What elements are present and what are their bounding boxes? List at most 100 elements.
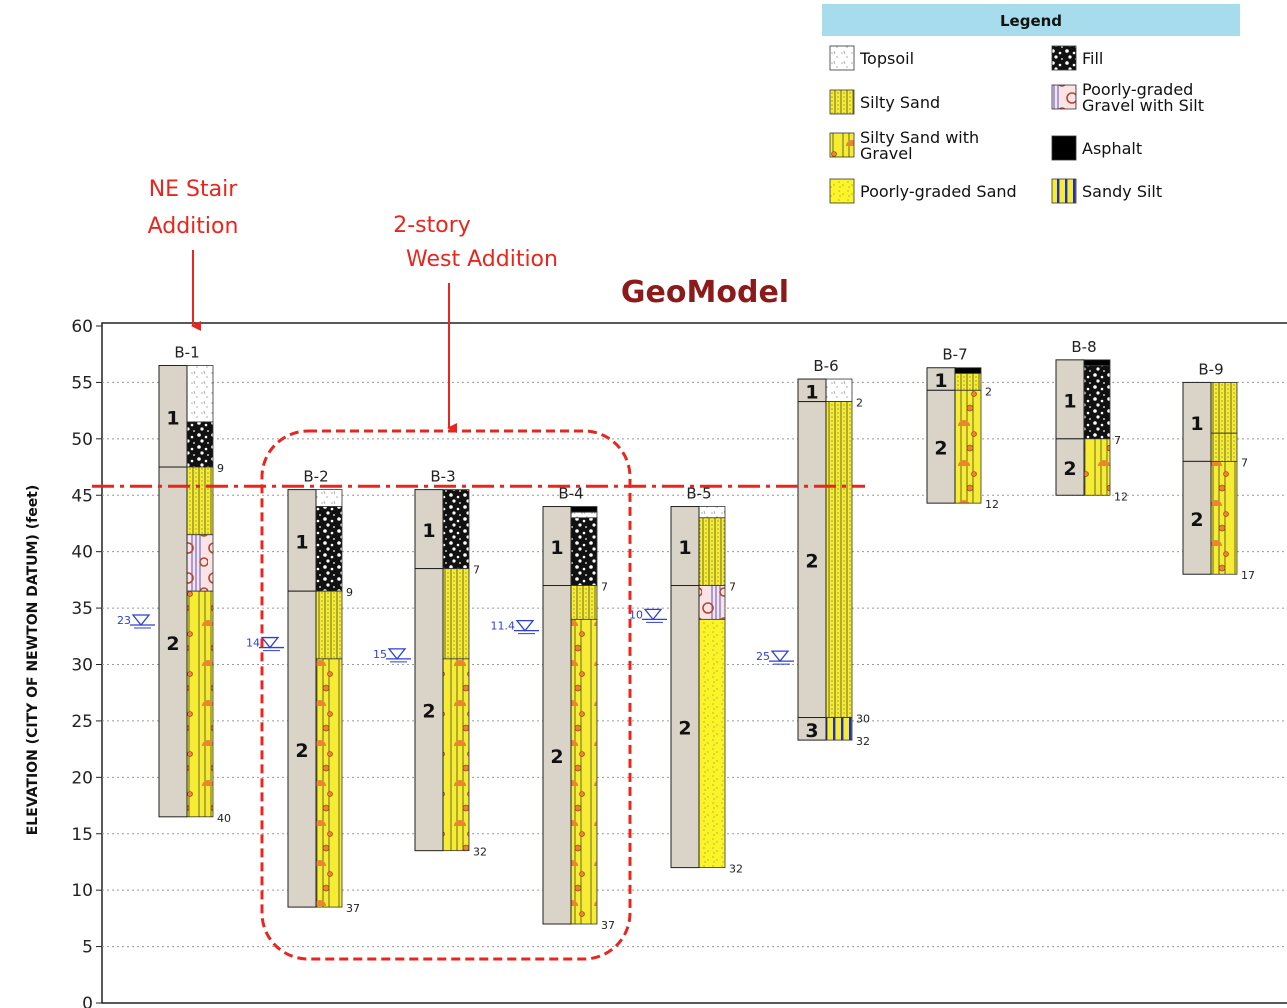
unit-label: 2	[678, 718, 691, 740]
layer-pg-sand	[698, 618, 726, 868]
depth-label: 12	[985, 498, 999, 511]
layer-fill	[186, 421, 214, 468]
layer-silty-sand	[315, 590, 343, 660]
depth-label: 30	[856, 713, 870, 726]
layer-silty-sand-gravel	[186, 590, 214, 818]
boring-name: B-4	[558, 485, 583, 503]
water-depth-label: 10	[629, 608, 643, 621]
unit-block	[797, 401, 827, 719]
unit-block	[1055, 438, 1085, 496]
y-tick-label: 30	[71, 656, 93, 676]
unit-label: 1	[550, 537, 563, 559]
water-depth-label: 14	[246, 637, 260, 650]
y-tick-label: 20	[71, 768, 93, 788]
depth-label: 7	[729, 581, 736, 594]
unit-block	[414, 568, 444, 852]
legend-label: Sandy Silt	[1082, 182, 1162, 201]
layer-asphalt	[954, 367, 982, 374]
y-tick-label: 40	[71, 543, 93, 563]
layer-topsoil	[570, 511, 598, 519]
boring-name: B-9	[1198, 360, 1223, 378]
unit-label: 2	[422, 701, 435, 723]
layer-silty-sand	[1210, 382, 1238, 434]
layer-silty-sand-gravel	[315, 658, 343, 908]
water-depth-label: 15	[373, 648, 387, 661]
layer-topsoil	[698, 506, 726, 519]
legend-item: Sandy Silt	[1051, 178, 1162, 204]
layer-topsoil	[315, 489, 343, 507]
legend-header	[822, 4, 1240, 36]
annotations: NE Stair Addition 2-story West Addition	[92, 177, 865, 961]
legend-swatch	[1051, 84, 1077, 110]
water-table-icon	[130, 614, 155, 629]
unit-label: 2	[1063, 458, 1076, 480]
water-depth-label: 11.4	[491, 620, 516, 633]
unit-block	[1182, 460, 1212, 575]
depth-label: 40	[217, 812, 231, 825]
layer-fill	[570, 517, 598, 586]
legend-item: Silty Sand	[829, 89, 940, 115]
ne-stair-label-line2: Addition	[148, 214, 239, 239]
unit-label: 2	[550, 746, 563, 768]
unit-label: 1	[1190, 413, 1203, 435]
layer-silty-sand-gravel	[570, 618, 598, 925]
unit-label: 1	[678, 537, 691, 559]
layer-silty-sand	[825, 401, 853, 718]
depth-label: 9	[217, 462, 224, 475]
layer-silty-sand	[442, 568, 470, 660]
unit-block	[797, 717, 827, 741]
boring-name: B-6	[813, 357, 838, 375]
boring-name: B-2	[303, 468, 328, 486]
layer-asphalt	[1083, 359, 1111, 366]
layer-silty-sand-gravel	[442, 658, 470, 852]
depth-label: 9	[346, 586, 353, 599]
legend-label: Fill	[1082, 49, 1103, 68]
depth-label: 32	[729, 863, 743, 876]
legend-label: Poorly-graded Sand	[860, 182, 1017, 201]
west-addition-outline	[260, 429, 632, 961]
legend-label: Asphalt	[1082, 139, 1142, 158]
unit-label: 1	[295, 531, 308, 553]
boring-name: B-7	[942, 346, 967, 364]
y-tick-label: 35	[71, 599, 93, 619]
water-table-icon	[769, 650, 794, 665]
layer-sandy-silt	[825, 717, 853, 741]
west-addition-label-line2: West Addition	[406, 247, 558, 272]
depth-label: 37	[601, 919, 615, 932]
unit-label: 3	[805, 720, 818, 742]
water-table-icon	[259, 636, 284, 652]
y-axis-label: ELEVATION (CITY OF NEWTON DATUM) (feet)	[25, 485, 41, 836]
layer-fill	[315, 506, 343, 592]
unit-block	[542, 506, 572, 587]
water-depth-label: 23	[117, 614, 131, 627]
unit-label: 1	[422, 520, 435, 542]
layer-fill	[442, 489, 470, 569]
west-addition-label-line1: 2-story	[393, 213, 471, 238]
unit-block	[542, 585, 572, 925]
unit-block	[414, 489, 444, 570]
unit-label: 1	[805, 381, 818, 403]
y-tick-label: 45	[71, 486, 93, 506]
y-tick-label: 55	[71, 373, 93, 393]
layer-silty-sand-gravel	[954, 389, 982, 504]
water-table-icon	[386, 648, 411, 663]
layer-asphalt	[570, 506, 598, 513]
y-tick-label: 25	[71, 712, 93, 732]
depth-label: 32	[473, 846, 487, 859]
water-table-icon	[514, 620, 539, 635]
y-tick-label: 10	[71, 881, 93, 901]
layer-silty-sand	[186, 466, 214, 536]
unit-label: 2	[1190, 509, 1203, 531]
chart-title: GeoModel	[621, 275, 789, 310]
depth-label: 7	[1114, 434, 1121, 447]
